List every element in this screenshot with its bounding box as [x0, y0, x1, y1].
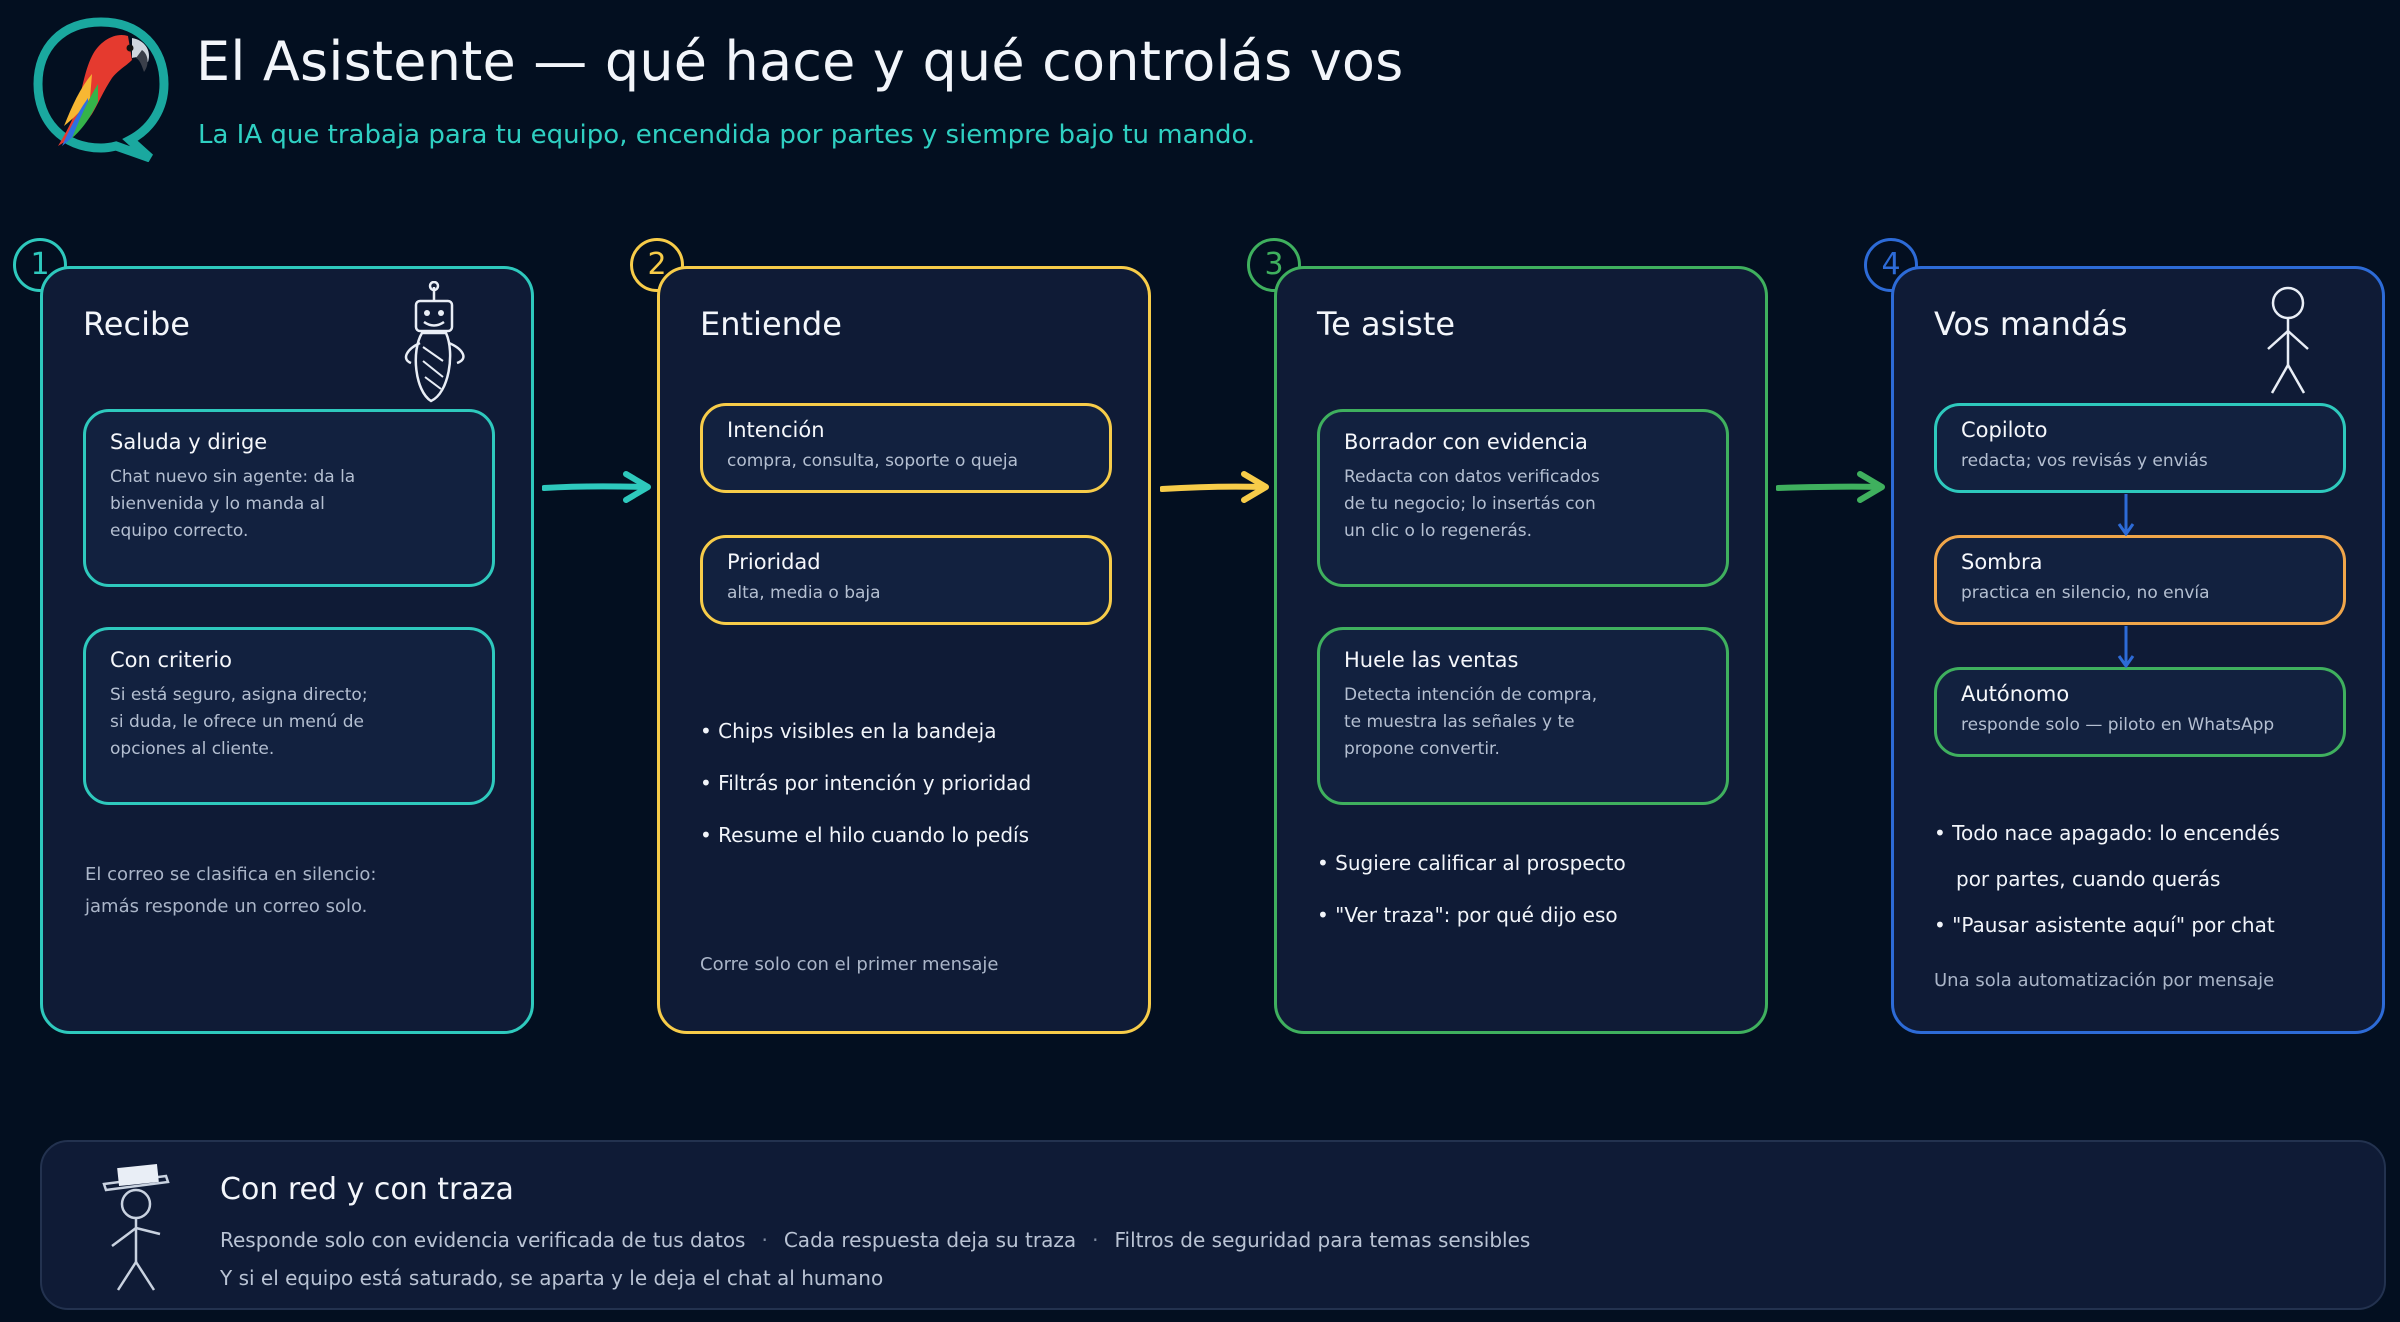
card-description: practica en silencio, no envía [1961, 583, 2210, 603]
card-description: redacta; vos revisás y enviás [1961, 451, 2208, 471]
hat-figure-icon [96, 1162, 176, 1298]
bullet-item: • Filtrás por intención y prioridad [700, 771, 1032, 795]
bullet-item: • Resume el hilo cuando lo pedís [700, 823, 1030, 847]
column-title: Entiende [700, 305, 842, 343]
card-huele-las-ventas: Huele las ventas Detecta intención de co… [1317, 627, 1729, 805]
column-te-asiste: Te asiste Borrador con evidencia Redacta… [1274, 266, 1768, 1034]
column-title: Te asiste [1317, 305, 1456, 343]
step-number-1: 1 [13, 238, 67, 292]
bullet-item: • "Ver traza": por qué dijo eso [1317, 903, 1618, 927]
column-title: Vos mandás [1934, 305, 2128, 343]
card-con-criterio: Con criterio Si está seguro, asigna dire… [83, 627, 495, 805]
parrot-logo-icon [32, 14, 170, 163]
arrow-down-icon [2116, 494, 2136, 540]
separator: · [761, 1228, 768, 1252]
bullet-item: • "Pausar asistente aquí" por chat [1934, 913, 2275, 937]
stick-figure-icon [2258, 285, 2318, 401]
card-autonomo: Autónomo responde solo — piloto en Whats… [1934, 667, 2346, 757]
column-note: Una sola automatización por mensaje [1934, 970, 2275, 991]
bullet-item-continuation: por partes, cuando querás [1956, 867, 2221, 891]
arrow-right-icon [1159, 470, 1272, 508]
footer-item: Cada respuesta deja su traza [783, 1228, 1077, 1252]
card-intencion: Intención compra, consulta, soporte o qu… [700, 403, 1112, 493]
card-description: alta, media o baja [727, 583, 881, 603]
column-title: Recibe [83, 305, 190, 343]
card-borrador-con-evidencia: Borrador con evidencia Redacta con datos… [1317, 409, 1729, 587]
column-note: Corre solo con el primer mensaje [700, 954, 999, 975]
bullet-item: • Chips visibles en la bandeja [700, 719, 997, 743]
card-prioridad: Prioridad alta, media o baja [700, 535, 1112, 625]
separator: · [1092, 1228, 1099, 1252]
column-entiende: Entiende Intención compra, consulta, sop… [657, 266, 1151, 1034]
card-description: Si está seguro, asigna directo; si duda,… [110, 685, 368, 759]
arrow-right-icon [541, 470, 654, 508]
card-title: Autónomo [1961, 682, 2070, 706]
arrow-down-icon [2116, 626, 2136, 672]
column-vos-mandas: Vos mandás Copiloto redacta; vos revisás… [1891, 266, 2385, 1034]
card-title: Borrador con evidencia [1344, 430, 1588, 454]
card-copiloto: Copiloto redacta; vos revisás y enviás [1934, 403, 2346, 493]
card-saluda-y-dirige: Saluda y dirige Chat nuevo sin agente: d… [83, 409, 495, 587]
robot-sketch-icon [393, 280, 475, 411]
card-title: Intención [727, 418, 825, 442]
card-sombra: Sombra practica en silencio, no envía [1934, 535, 2346, 625]
arrow-right-icon [1775, 470, 1888, 508]
card-title: Copiloto [1961, 418, 2048, 442]
footer-title: Con red y con traza [220, 1172, 514, 1207]
card-title: Con criterio [110, 648, 232, 672]
bullet-item: • Sugiere calificar al prospecto [1317, 851, 1626, 875]
card-title: Huele las ventas [1344, 648, 1519, 672]
card-title: Sombra [1961, 550, 2043, 574]
page-subtitle: La IA que trabaja para tu equipo, encend… [198, 120, 1256, 150]
footer-items: Responde solo con evidencia verificada d… [220, 1228, 1530, 1252]
column-note: El correo se clasifica en silencio: jamá… [85, 864, 377, 917]
card-description: Redacta con datos verificados de tu nego… [1344, 467, 1600, 541]
footer-item: Filtros de seguridad para temas sensible… [1114, 1228, 1531, 1252]
card-description: Chat nuevo sin agente: da la bienvenida … [110, 467, 356, 541]
card-description: Detecta intención de compra, te muestra … [1344, 685, 1598, 759]
bullet-item: • Todo nace apagado: lo encendés [1934, 821, 2280, 845]
card-description: compra, consulta, soporte o queja [727, 451, 1019, 471]
column-recibe: Recibe Saluda y dirige Chat nuevo sin ag… [40, 266, 534, 1034]
footer-line-2: Y si el equipo está saturado, se aparta … [220, 1266, 884, 1290]
card-description: responde solo — piloto en WhatsApp [1961, 715, 2275, 735]
footer-item: Responde solo con evidencia verificada d… [220, 1228, 746, 1252]
card-title: Prioridad [727, 550, 821, 574]
footer-safety-panel: Con red y con traza Responde solo con ev… [40, 1140, 2386, 1310]
page-title: El Asistente — qué hace y qué controlás … [196, 30, 1404, 93]
card-title: Saluda y dirige [110, 430, 268, 454]
